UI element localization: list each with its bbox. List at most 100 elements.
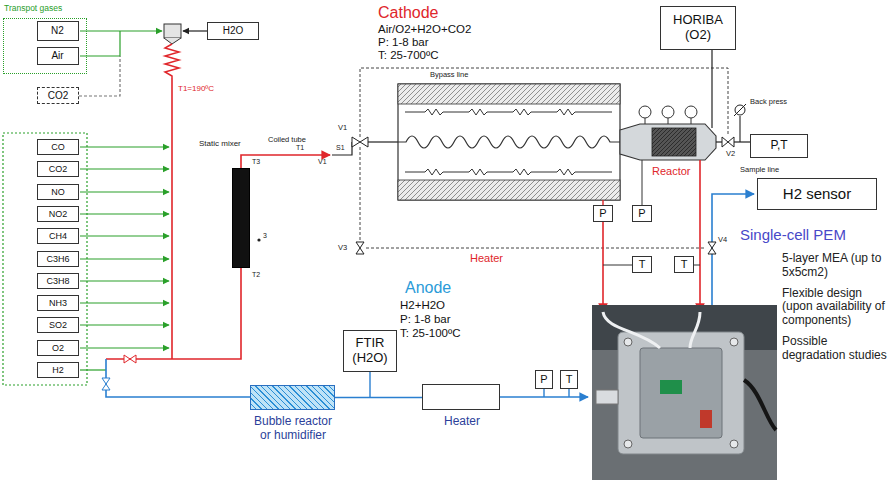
node-text: NO [51, 187, 65, 197]
part-label: Back press [750, 98, 787, 107]
anode-line [106, 359, 250, 397]
sensor-box: T [674, 256, 694, 273]
gas-line [80, 168, 169, 169]
valve-label: V1 [338, 124, 347, 133]
node-text: N2 [51, 25, 64, 37]
connector [660, 380, 682, 394]
probe-line [603, 265, 632, 266]
callout-number: 3 [263, 232, 267, 240]
line-label: Sample line [740, 166, 779, 175]
feature-note: 5-layer MEA (up to 5x5cm2) [782, 252, 892, 280]
feed-line [332, 142, 352, 155]
temperature-label: T1=190ºC [178, 84, 214, 93]
sensor-box: T [632, 256, 652, 273]
valve-label: S1 [336, 144, 345, 152]
node-text: H2 [52, 365, 64, 375]
node-text: CH4 [49, 231, 67, 241]
feature-note: Possible degradation studies [782, 335, 892, 363]
gas-box: NO2 [37, 206, 79, 222]
heater-resistor [405, 109, 612, 115]
gas-box: Air [37, 47, 79, 65]
node-text: H2O [223, 25, 244, 37]
cell-line [699, 160, 701, 312]
tag [700, 410, 712, 428]
gas-line [80, 280, 169, 281]
flow-connector [335, 397, 422, 399]
gas-line [80, 30, 162, 31]
cathode-line [106, 78, 241, 359]
gas-line [80, 302, 169, 303]
gas-line-optional [79, 56, 120, 96]
temperature-label: T1 [296, 144, 304, 152]
node-text: O2 [52, 343, 64, 353]
outlet-line [734, 141, 750, 142]
gas-line [80, 146, 169, 147]
bolt [730, 338, 738, 346]
probe-line [642, 160, 643, 205]
stream-spec: Air/O2+H2O+CO2 [378, 23, 471, 36]
gas-line [80, 347, 169, 348]
bolt [730, 440, 738, 448]
group-frame: Transpot gasesN2Air [3, 18, 87, 74]
node-text: CO [51, 142, 65, 152]
node-text: CO2 [49, 164, 68, 174]
valve-symbol [102, 378, 110, 390]
gas-box: NO [37, 184, 79, 200]
node-text: P [540, 373, 547, 386]
stream-spec: T: 25-100ºC [400, 327, 460, 340]
node-heading: Heater [423, 415, 501, 429]
node-text: NH3 [49, 298, 67, 308]
gauge [685, 106, 697, 118]
node-text: CO2 [48, 90, 69, 102]
temperature-label: T3 [252, 158, 260, 166]
section-heading: Anode [405, 279, 451, 297]
heating-coil [165, 44, 179, 78]
sensor-box: P [632, 205, 652, 222]
part-label: Coiled tube [268, 136, 306, 145]
water-line [183, 30, 207, 31]
section-heading: Single-cell PEM [740, 226, 846, 243]
sensor-box: P,T [750, 134, 808, 158]
gas-box: C3H8 [37, 273, 79, 289]
stream-spec: H2+H2O [400, 299, 445, 312]
node-text: T [681, 258, 688, 271]
gas-line [80, 191, 169, 192]
furnace-insulation [398, 84, 620, 104]
node-text: Air [51, 50, 63, 62]
stream-spec: P: 1-8 bar [378, 36, 429, 49]
probe-line [568, 389, 569, 397]
evaporator-symbol [164, 38, 181, 44]
gauge [639, 106, 651, 118]
valve-symbol [124, 355, 136, 363]
sensor-box: P [535, 370, 553, 389]
part-label: Heater [470, 252, 503, 265]
reactor-tube [620, 124, 716, 160]
heater-box: Heater [422, 384, 500, 410]
valve-symbol [352, 137, 368, 147]
furnace [398, 84, 620, 200]
analyser-line [711, 50, 712, 128]
gas-group-frame [3, 133, 87, 385]
node-text: C3H6 [46, 254, 69, 264]
node-heading: Bubble reactor or humidifier [247, 415, 339, 443]
node-text: NO2 [49, 209, 68, 219]
cell-body [640, 348, 722, 438]
gauge-stem [645, 118, 691, 124]
gas-line [80, 324, 169, 325]
water-box: H2O [207, 22, 259, 40]
coiled-tube [398, 136, 620, 148]
node-text: FTIR (H2O) [347, 336, 393, 366]
feed-line [368, 141, 398, 142]
back-pressure-regulator [735, 105, 745, 115]
probe-line [369, 372, 370, 397]
tube [603, 312, 700, 348]
valve-symbol [722, 137, 734, 147]
probe-line [694, 265, 700, 266]
node-text: T [566, 373, 573, 386]
section-heading: Cathode [378, 4, 439, 22]
stream-spec: P: 1-8 bar [400, 313, 451, 326]
bolt [624, 440, 632, 448]
sample-line [712, 194, 754, 305]
feature-note: Flexible design (upon availability of co… [782, 287, 892, 328]
pem-photo [592, 305, 777, 480]
